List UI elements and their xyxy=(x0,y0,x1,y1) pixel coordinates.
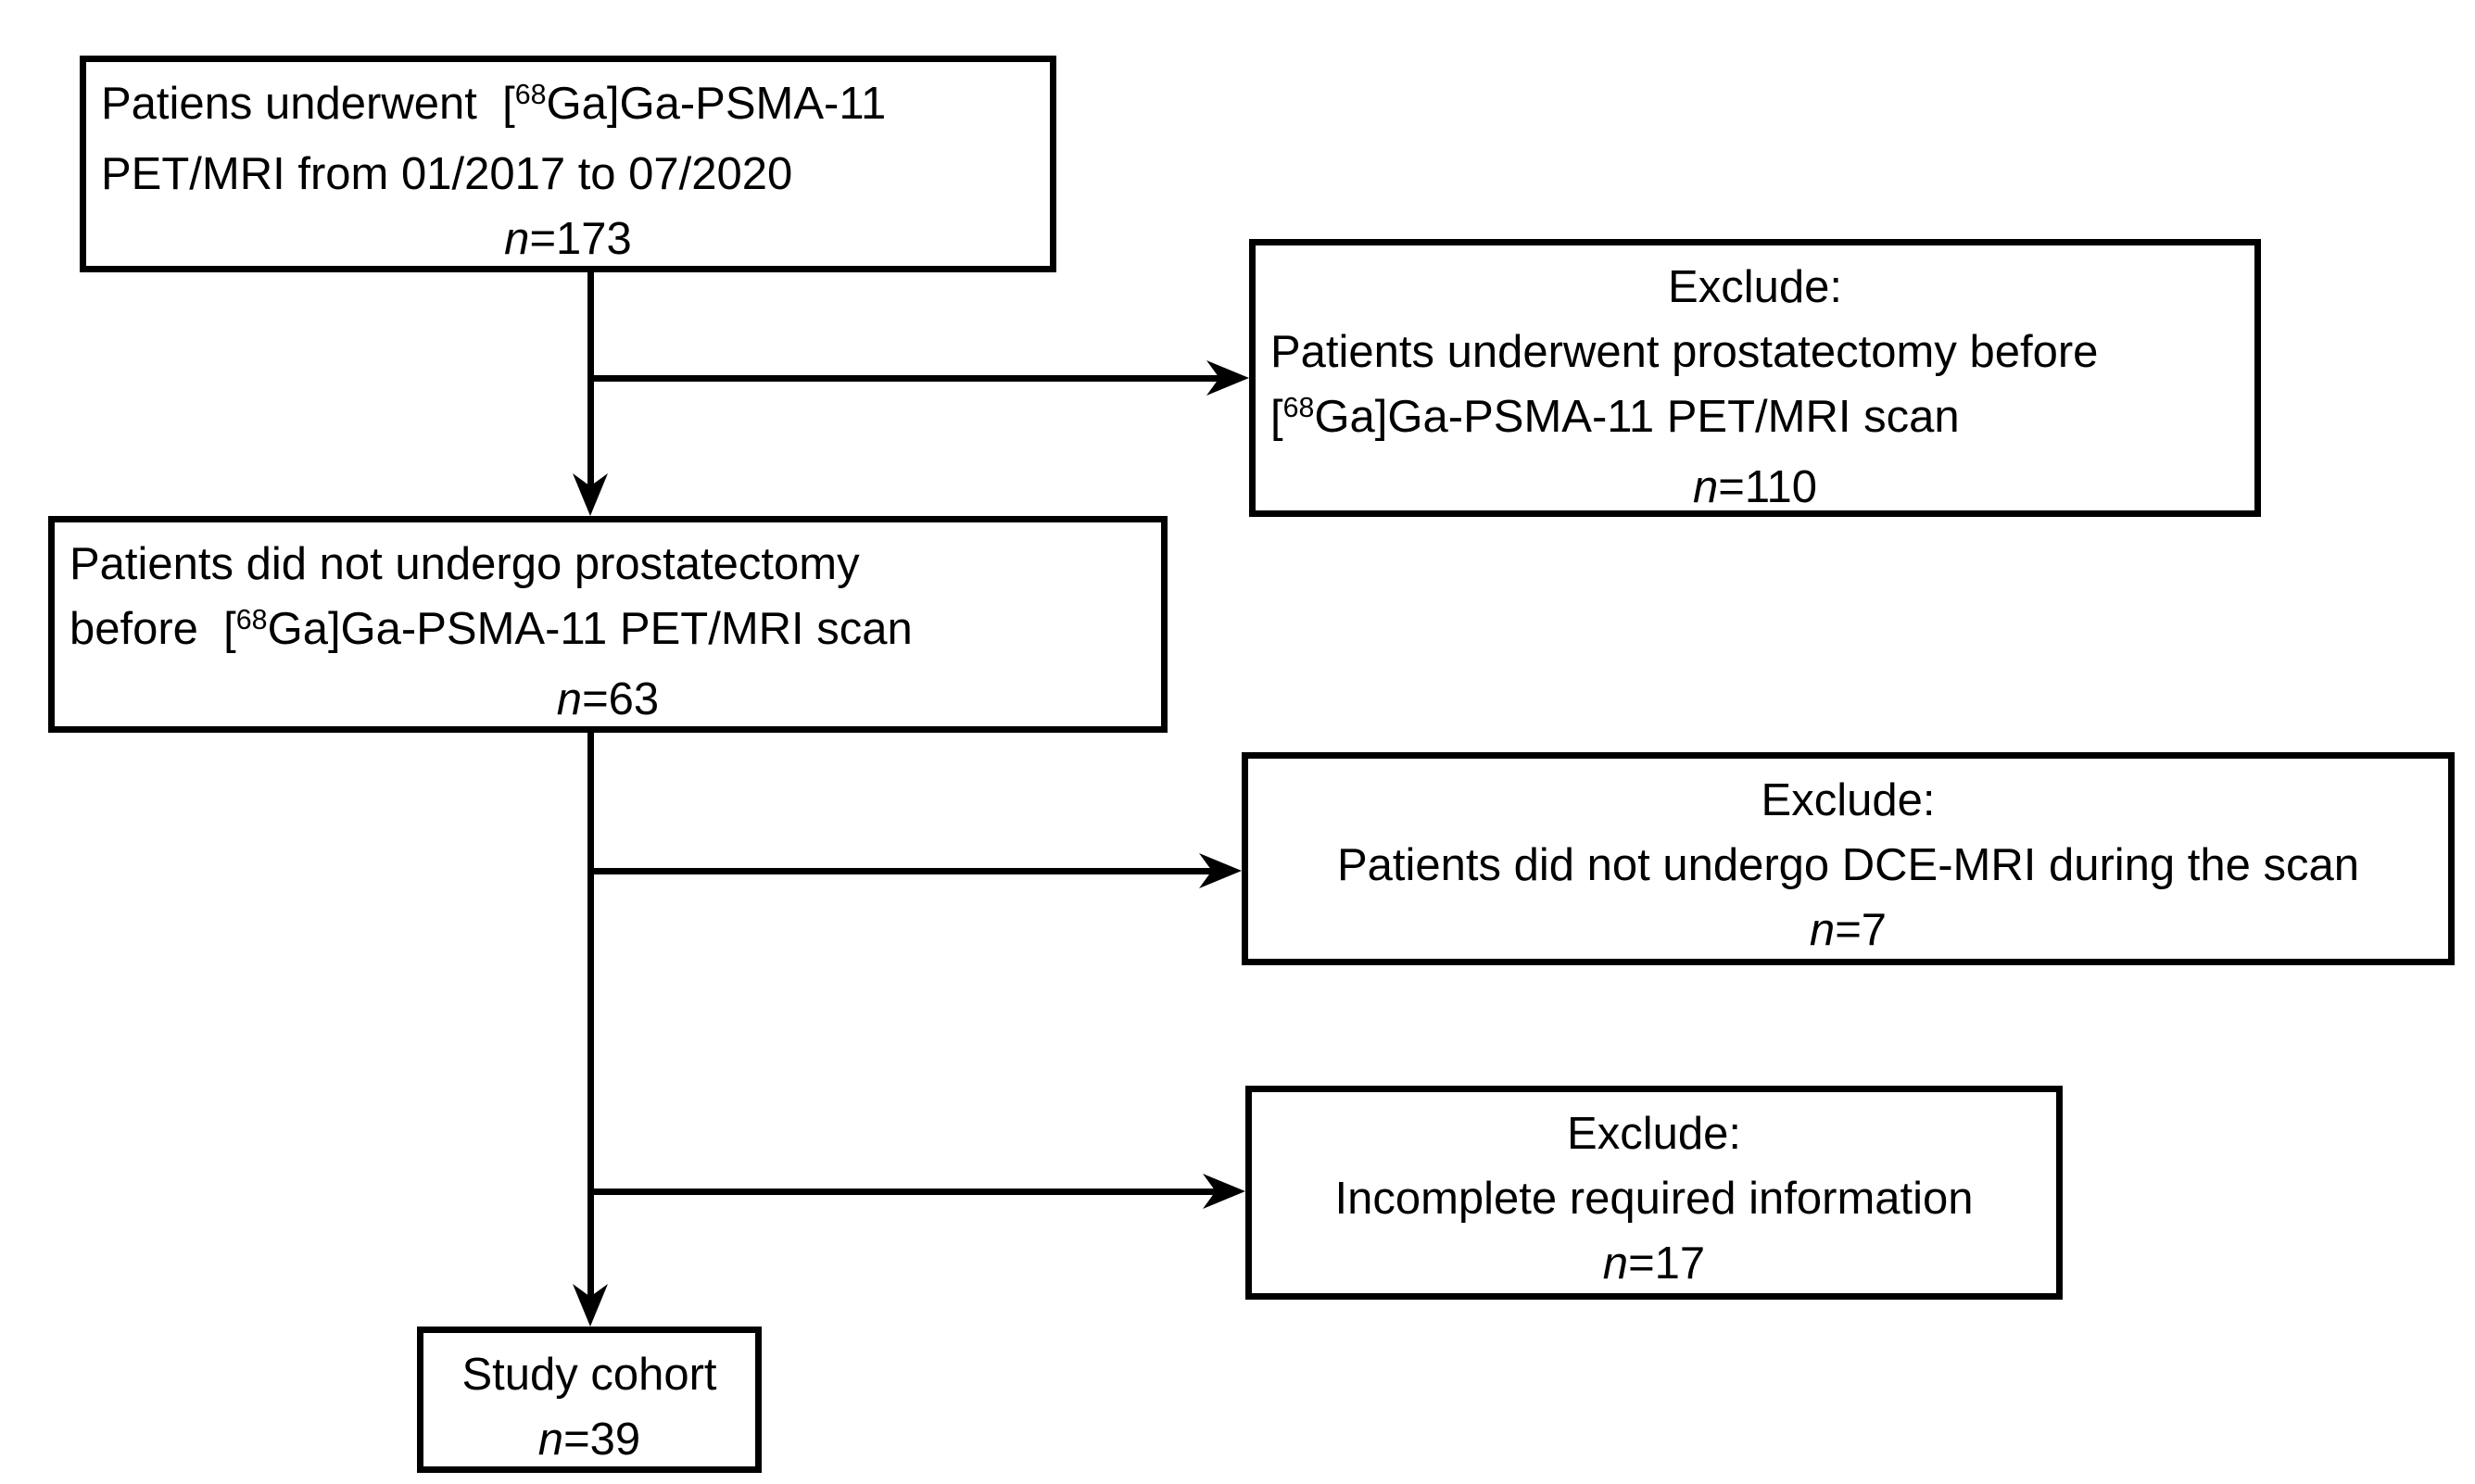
text-segment: n xyxy=(1809,905,1836,955)
flow-box-line: n=110 xyxy=(1270,455,2240,520)
flow-box-exclude-no-dce-mri: Exclude: Patients did not undergo DCE-MRI… xyxy=(1242,752,2455,965)
flow-box-exclude-prostatectomy-before-scan: Exclude: Patients underwent prostatectomy… xyxy=(1249,239,2261,517)
isotope-superscript: 68 xyxy=(1282,392,1315,424)
text-segment: Exclude: xyxy=(1567,1109,1741,1159)
flow-box-line: Exclude: xyxy=(1270,255,2240,320)
text-segment: Incomplete required information xyxy=(1334,1174,1974,1224)
text-segment: =39 xyxy=(563,1415,641,1465)
text-segment: =17 xyxy=(1628,1239,1706,1289)
text-segment: =7 xyxy=(1835,905,1888,955)
text-segment: PET/MRI from 01/2017 to 07/2020 xyxy=(101,149,793,199)
arrow-top-to-no-prostatectomy-line xyxy=(587,272,594,491)
flow-box-line: [68Ga]Ga-PSMA-11 PET/MRI scan xyxy=(1270,384,2240,455)
flow-box-line: Exclude: xyxy=(1263,768,2433,833)
flow-box-line: Incomplete required information xyxy=(1267,1166,2041,1231)
arrow-no-prostatectomy-to-cohort-line xyxy=(587,733,594,1302)
flow-box-exclude-incomplete-information: Exclude: Incomplete required information n… xyxy=(1245,1086,2063,1300)
text-segment: Study cohort xyxy=(461,1350,717,1400)
text-segment: n xyxy=(537,1415,564,1465)
flow-box-line: n=173 xyxy=(101,207,1035,271)
isotope-superscript: 68 xyxy=(514,79,547,111)
flow-box-line: PET/MRI from 01/2017 to 07/2020 xyxy=(101,142,1035,207)
arrow-branch-exclude-incomplete-line xyxy=(590,1188,1220,1195)
text-segment: Patients underwent prostatectomy before xyxy=(1270,327,2099,377)
flow-box-patients-no-prostatectomy: Patients did not undergo prostatectomy be… xyxy=(48,516,1168,733)
text-segment: n xyxy=(504,214,530,264)
flow-box-line: Patiens underwent [68Ga]Ga-PSMA-11 xyxy=(101,71,1035,142)
text-segment: Exclude: xyxy=(1668,262,1842,312)
text-segment: =173 xyxy=(529,214,632,264)
text-segment: =63 xyxy=(582,674,660,724)
text-segment: n xyxy=(556,674,583,724)
arrow-branch-exclude-prostatectomy-line xyxy=(590,374,1224,382)
text-segment: before [ xyxy=(69,604,236,654)
flow-box-line: n=17 xyxy=(1267,1231,2041,1296)
flow-box-line: Study cohort xyxy=(438,1342,740,1407)
text-segment: Patients did not undergo prostatectomy xyxy=(69,539,860,589)
arrow-branch-exclude-dce-mri-line xyxy=(590,867,1217,874)
flow-box-line: n=39 xyxy=(438,1407,740,1472)
text-segment: Ga]Ga-PSMA-11 xyxy=(546,79,887,129)
text-segment: Exclude: xyxy=(1761,775,1936,825)
text-segment: =110 xyxy=(1718,462,1817,512)
text-segment: [ xyxy=(1270,392,1283,442)
flow-box-line: n=7 xyxy=(1263,898,2433,962)
flow-box-line: Patients did not undergo prostatectomy xyxy=(69,532,1146,597)
flow-box-study-cohort: Study cohort n=39 xyxy=(417,1327,762,1473)
flow-box-line: Exclude: xyxy=(1267,1101,2041,1166)
flow-box-line: n=63 xyxy=(69,667,1146,732)
text-segment: Patients did not undergo DCE-MRI during … xyxy=(1336,840,2360,890)
flow-box-line: before [68Ga]Ga-PSMA-11 PET/MRI scan xyxy=(69,597,1146,667)
text-segment: n xyxy=(1693,462,1719,512)
text-segment: Ga]Ga-PSMA-11 PET/MRI scan xyxy=(267,604,913,654)
text-segment: Patiens underwent [ xyxy=(101,79,515,129)
isotope-superscript: 68 xyxy=(235,604,268,636)
flow-box-line: Patients did not undergo DCE-MRI during … xyxy=(1263,833,2433,898)
flow-box-line: Patients underwent prostatectomy before xyxy=(1270,320,2240,384)
text-segment: Ga]Ga-PSMA-11 PET/MRI scan xyxy=(1314,392,1960,442)
text-segment: n xyxy=(1602,1239,1629,1289)
